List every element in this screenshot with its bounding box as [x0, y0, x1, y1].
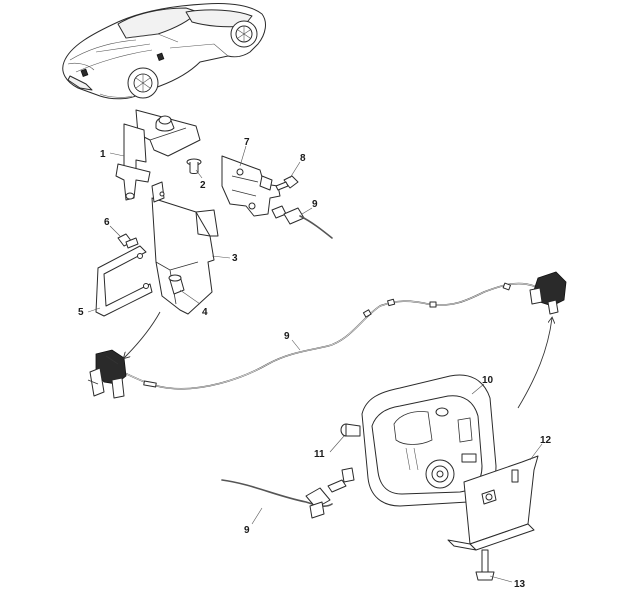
callout-10: 10	[482, 375, 494, 386]
part-4-screw	[168, 274, 185, 295]
part-9-release-cable	[117, 282, 535, 390]
part-3-bracket	[151, 181, 219, 315]
part-2-stud	[186, 158, 202, 174]
part-12-mounting-plate	[447, 455, 539, 551]
arrow-left-latch	[124, 311, 161, 358]
callout-12: 12	[540, 435, 552, 446]
leader-lines	[87, 145, 543, 583]
callout-9-middle: 9	[284, 331, 290, 342]
part-13-rivet	[475, 549, 495, 581]
part-1-latch-assembly	[115, 109, 201, 201]
callout-4: 4	[202, 307, 208, 318]
callout-9-lower: 9	[244, 525, 250, 536]
arrow-right-latch	[517, 318, 552, 409]
part-9-cable-upper	[271, 205, 333, 239]
callout-9-upper: 9	[312, 199, 318, 210]
part-9-cable-lower	[221, 467, 355, 519]
part-10-release-housing	[361, 374, 497, 507]
callout-3: 3	[232, 253, 238, 264]
callout-7: 7	[244, 137, 250, 148]
callout-2: 2	[200, 180, 206, 191]
right-bonnet-lock	[529, 271, 567, 315]
part-6-bolt	[117, 233, 139, 249]
callout-8: 8	[300, 153, 306, 164]
left-bonnet-lock	[87, 349, 127, 399]
part-8-bolt	[275, 175, 299, 191]
callout-13: 13	[514, 579, 526, 590]
car-illustration	[62, 3, 266, 100]
callout-1: 1	[100, 149, 106, 160]
callout-6: 6	[104, 217, 110, 228]
part-7-latch	[221, 155, 281, 217]
part-11-fastener	[340, 423, 361, 437]
callout-5: 5	[78, 307, 84, 318]
callout-11: 11	[314, 449, 325, 460]
part-5-support-rod	[95, 245, 153, 317]
